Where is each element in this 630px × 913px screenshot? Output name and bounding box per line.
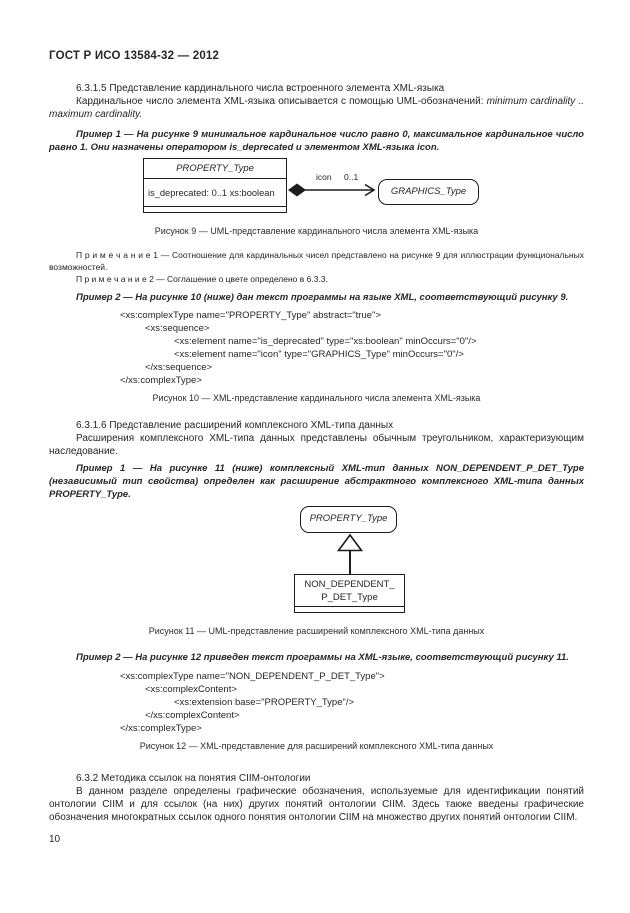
section-heading-6316: 6.3.1.6 Представление расширений комплек… (76, 419, 394, 431)
code-line: <xs:complexContent> (145, 683, 237, 695)
code-line: <xs:element name="icon" type="GRAPHICS_T… (174, 348, 464, 360)
page-content: ГОСТ Р ИСО 13584-32 — 2012 6.3.1.5 Предс… (49, 0, 584, 846)
inheritance-line (349, 550, 351, 575)
code-line: </xs:complexContent> (145, 709, 240, 721)
code-line: </xs:sequence> (145, 361, 213, 373)
uml-diagram-figure9: PROPERTY_Type is_deprecated: 0..1 xs:boo… (49, 156, 584, 224)
uml-class-title-line2: P_DET_Type (321, 591, 378, 603)
code-line: <xs:sequence> (145, 322, 210, 334)
figure11-caption: Рисунок 11 — UML-представление расширени… (148, 625, 485, 636)
note-2: П р и м е ч а н и е 2 — Соглашение о цве… (76, 274, 328, 284)
paragraph-extensions: Расширения комплексного XML-типа данных … (49, 432, 584, 457)
uml-class-attribute: is_deprecated: 0..1 xs:boolean (144, 179, 286, 207)
uml-class-title: PROPERTY_Type (144, 159, 286, 179)
uml-class-box-property-type: PROPERTY_Type is_deprecated: 0..1 xs:boo… (143, 158, 287, 213)
figure10-caption: Рисунок 10 — XML-представление кардиналь… (152, 392, 481, 403)
code-line: </xs:complexType> (120, 722, 202, 734)
xml-code-figure10: <xs:complexType name="PROPERTY_Type" abs… (120, 309, 584, 387)
section-heading-632: 6.3.2 Методика ссылок на понятия CIIM-он… (76, 772, 311, 784)
example-2-6316: Пример 2 — На рисунке 12 приведен текст … (76, 651, 569, 663)
paragraph-ciim: В данном разделе определены графические … (49, 785, 584, 823)
uml-class-operations-empty (295, 607, 404, 612)
association-role-label: icon (316, 172, 332, 182)
example-1-6315: Пример 1 — На рисунке 9 минимальное кард… (49, 129, 584, 153)
code-line: </xs:complexType> (120, 374, 202, 386)
figure12-caption: Рисунок 12 — XML-представление для расши… (139, 740, 494, 751)
composition-diamond-icon (288, 183, 306, 197)
uml-diagram-figure11: PROPERTY_Type NON_DEPENDENT_ P_DET_Type (49, 504, 584, 620)
uml-class-graphics-type: GRAPHICS_Type (378, 179, 479, 205)
uml-class-property-type-parent: PROPERTY_Type (300, 505, 397, 533)
paragraph-text: Кардинальное число элемента XML-языка оп… (76, 96, 487, 107)
example-2-6315: Пример 2 — На рисунке 10 (ниже) дан текс… (76, 291, 569, 303)
note-1: П р и м е ч а н и е 1 — Соотношение для … (49, 250, 584, 272)
inheritance-triangle-icon (337, 533, 363, 551)
document-header: ГОСТ Р ИСО 13584-32 — 2012 (49, 50, 220, 62)
xml-code-figure12: <xs:complexType name="NON_DEPENDENT_P_DE… (120, 670, 584, 735)
section-heading-6315: 6.3.1.5 Представление кардинального числ… (76, 83, 445, 94)
code-line: <xs:extension base="PROPERTY_Type"/> (174, 696, 355, 708)
arrowhead-icon (364, 183, 376, 197)
code-line: <xs:complexType name="PROPERTY_Type" abs… (120, 309, 381, 321)
uml-class-non-dependent-p-det-type: NON_DEPENDENT_ P_DET_Type (294, 573, 405, 613)
paragraph-text-italic: minimum cardinality .. maximum cardinali… (49, 96, 584, 120)
uml-class-title: NON_DEPENDENT_ P_DET_Type (295, 575, 404, 607)
association-cardinality-label: 0..1 (344, 172, 359, 182)
code-line: <xs:element name="is_deprecated" type="x… (174, 335, 477, 347)
example-1-6316: Пример 1 — На рисунке 11 (ниже) комплекс… (49, 462, 584, 500)
uml-class-operations-empty (144, 207, 286, 212)
paragraph-cardinality: Кардинальное число элемента XML-языка оп… (49, 95, 584, 121)
uml-class-title-line1: NON_DEPENDENT_ (304, 578, 395, 590)
composition-association-connector (288, 183, 376, 197)
code-line: <xs:complexType name="NON_DEPENDENT_P_DE… (120, 670, 385, 682)
figure9-caption: Рисунок 9 — UML-представление кардинальн… (154, 226, 479, 236)
page-number: 10 (49, 833, 61, 845)
